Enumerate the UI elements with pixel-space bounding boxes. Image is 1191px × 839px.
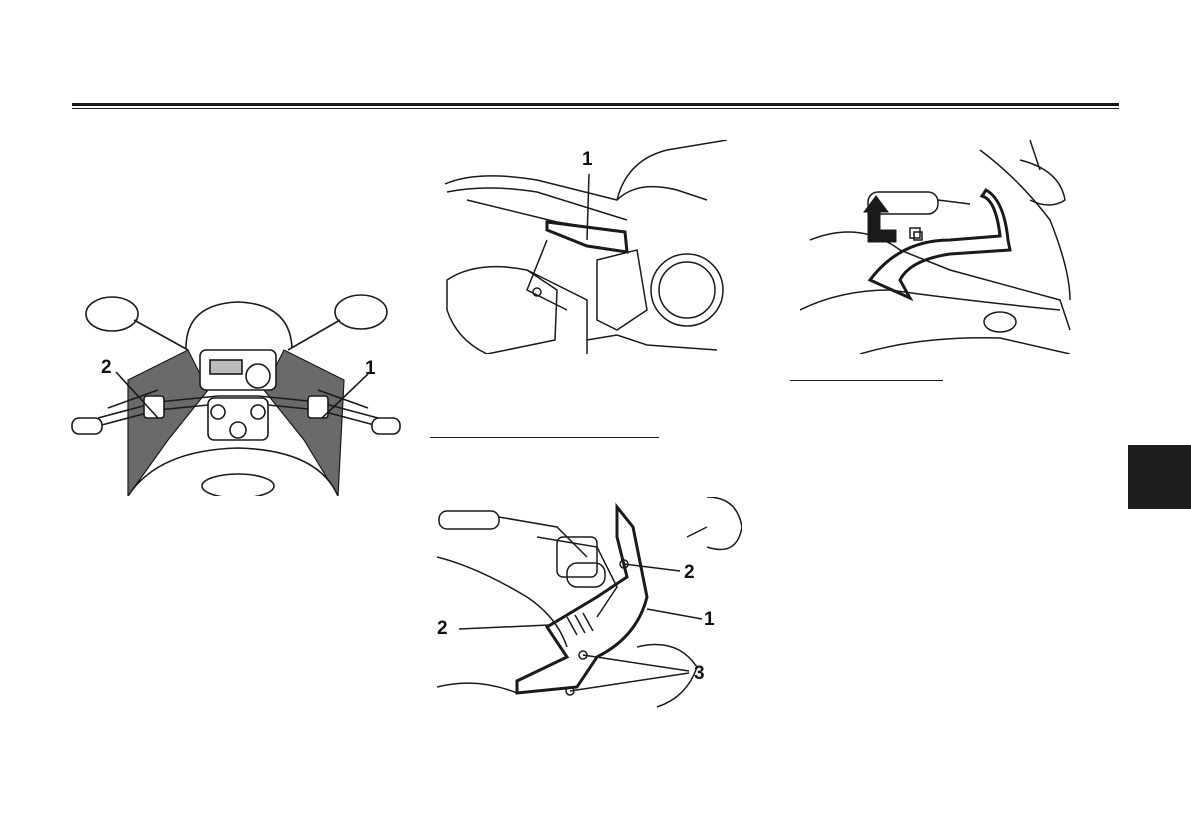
side-cover-illustration (437, 140, 727, 354)
handlebar-callout-2: 2 (101, 358, 112, 377)
cowling-panel-callout-2-right: 2 (684, 563, 695, 582)
side-cover-callout-1: 1 (582, 150, 593, 169)
header-rule-thin (72, 108, 1119, 109)
caption-rule-side-cover (430, 437, 659, 438)
section-tab (1128, 445, 1191, 509)
cowling-removal-illustration (800, 140, 1075, 354)
handlebar-illustration (68, 290, 404, 496)
figure-handlebar (68, 290, 404, 496)
figure-cowling-removal (800, 140, 1075, 354)
cowling-panel-callout-2-left: 2 (437, 619, 448, 638)
cowling-panel-callout-1: 1 (704, 610, 715, 629)
figure-side-cover (437, 140, 727, 354)
handlebar-callout-1: 1 (365, 359, 376, 378)
lift-arrow-icon (864, 196, 896, 242)
caption-rule-cowling-removal (790, 380, 943, 381)
header-rule-thick (72, 103, 1119, 106)
cowling-panel-callout-3: 3 (694, 664, 705, 683)
